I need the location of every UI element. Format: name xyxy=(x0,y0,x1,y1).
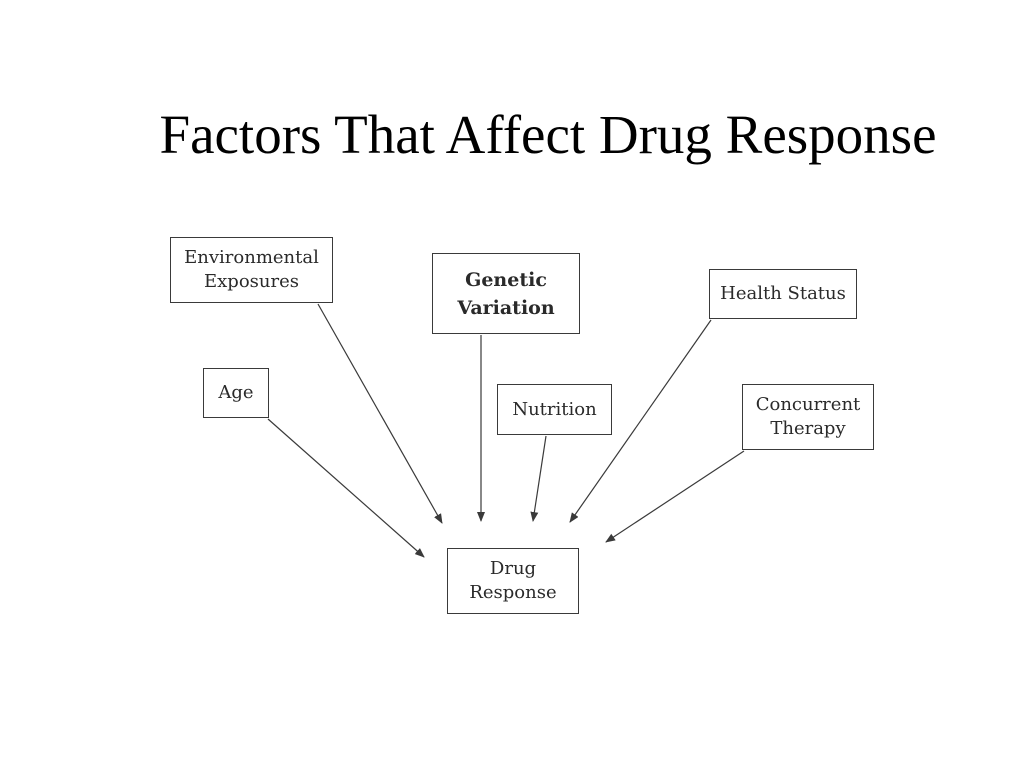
node-genetic-variation: Genetic Variation xyxy=(432,253,580,334)
slide-title: Factors That Affect Drug Response xyxy=(159,104,937,165)
node-drug-response: Drug Response xyxy=(447,548,579,614)
arrow-concurrent-to-drug-response xyxy=(605,450,745,543)
node-nutrition: Nutrition xyxy=(497,384,612,435)
arrow-age-to-drug-response xyxy=(267,418,425,558)
node-age: Age xyxy=(203,368,269,418)
node-environmental-exposures: Environmental Exposures xyxy=(170,237,333,303)
arrow-health-to-drug-response xyxy=(569,319,712,523)
node-health-status: Health Status xyxy=(709,269,857,319)
arrow-environmental-to-drug-response xyxy=(317,303,443,524)
arrow-nutrition-to-drug-response xyxy=(530,435,547,522)
node-concurrent-therapy: Concurrent Therapy xyxy=(742,384,874,450)
